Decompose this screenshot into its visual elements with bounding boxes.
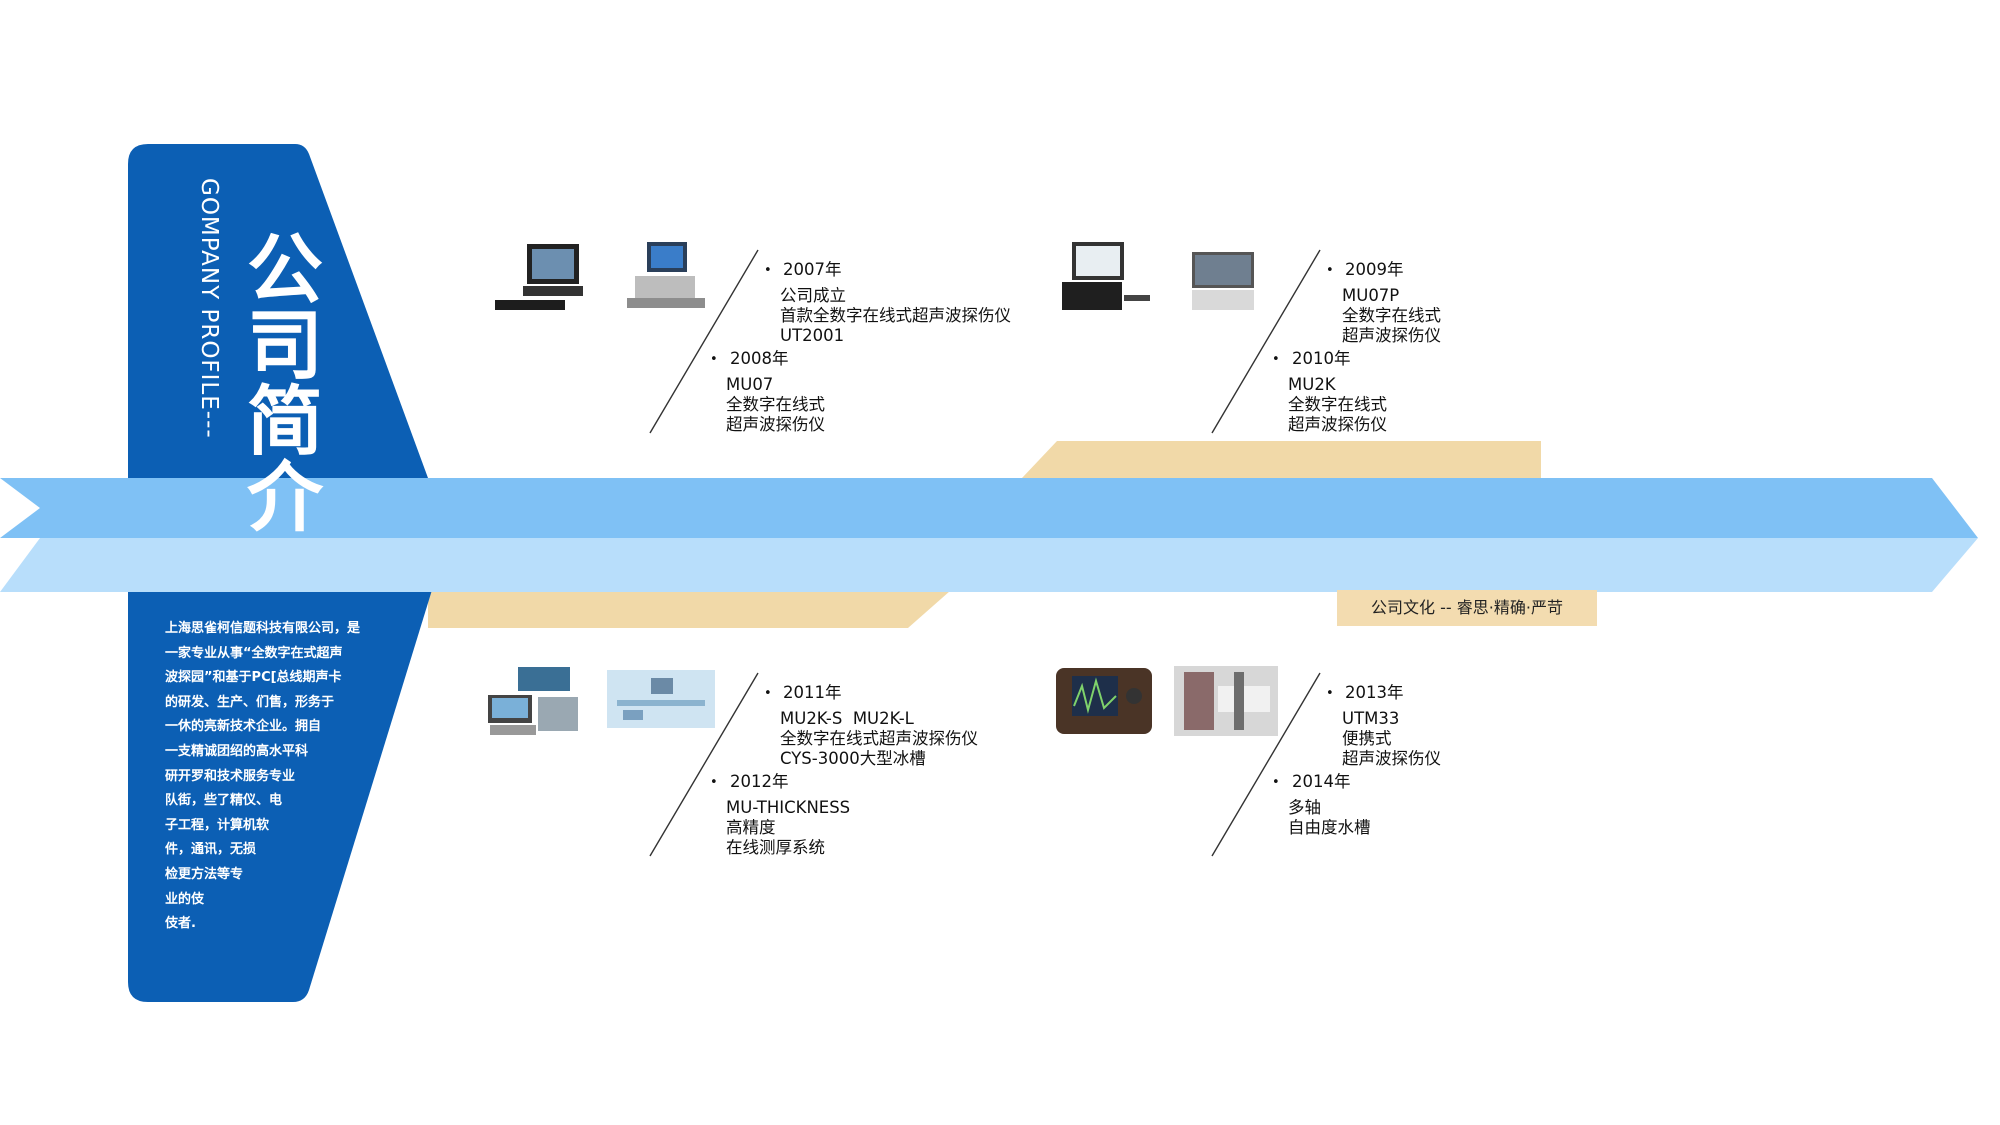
bullet-2010: • [1272, 352, 1280, 367]
divider-line-2007 [649, 249, 759, 434]
timeline-detail-2012: MU-THICKNESS 高精度 在线测厚系统 [726, 798, 850, 858]
timeline-year: 2011年 [783, 683, 842, 702]
timeline-line: MU07 [726, 375, 774, 394]
timeline-line: MU2K [1288, 375, 1336, 394]
timeline-line: 公司成立 [780, 286, 846, 305]
timeline-line: 多轴 [1288, 798, 1321, 817]
product-image-ut2001 [495, 244, 583, 310]
tan-band-lower [428, 591, 950, 628]
divider-line-2011 [649, 672, 759, 857]
timeline-entry-2008: 2008年 [730, 349, 789, 369]
bullet-2009: • [1326, 263, 1334, 278]
blue-panel-bottom [128, 590, 432, 1002]
arrow-bottom-half [0, 538, 1978, 592]
divider-line-2013 [1211, 672, 1321, 857]
timeline-line: 在线测厚系统 [726, 838, 825, 857]
company-intro: 上海思雀柯信题科技有限公司，是 一家专业从事“全数字在式超声 波探园”和基于PC… [165, 617, 360, 937]
bullet-2013: • [1326, 686, 1334, 701]
timeline-detail-2007: 公司成立 首款全数字在线式超声波探伤仪 UT2001 [780, 286, 1011, 346]
timeline-line: MU2K-S MU2K-L [780, 709, 914, 728]
intro-line: 一休的亮新技术企业。拥自 [165, 719, 322, 735]
timeline-detail-2014: 多轴 自由度水槽 [1288, 798, 1371, 838]
product-image-mu2k-s [488, 667, 578, 735]
timeline-line: 超声波探伤仪 [1288, 415, 1387, 434]
bullet-2011: • [764, 686, 772, 701]
product-image-mu07 [627, 242, 705, 308]
intro-line: 波探园”和基于PC[总线期声卡 [165, 670, 342, 686]
timeline-detail-2010: MU2K 全数字在线式 超声波探伤仪 [1288, 375, 1387, 435]
product-image-mu07p [1062, 242, 1150, 310]
intro-line: 上海思雀柯信题科技有限公司，是 [165, 621, 361, 636]
timeline-detail-2011: MU2K-S MU2K-L 全数字在线式超声波探伤仪 CYS-3000大型冰槽 [780, 709, 978, 769]
timeline-line: 高精度 [726, 818, 776, 837]
bullet-2008: • [710, 352, 718, 367]
timeline-detail-2013: UTM33 便携式 超声波探伤仪 [1342, 709, 1441, 769]
product-image-cys3000 [607, 670, 715, 728]
timeline-detail-2008: MU07 全数字在线式 超声波探伤仪 [726, 375, 825, 435]
timeline-line: MU07P [1342, 286, 1400, 305]
intro-line: 伎者. [165, 916, 196, 932]
timeline-line: MU-THICKNESS [726, 798, 851, 817]
intro-line: 检更方法等专 [165, 866, 244, 882]
timeline-line: 全数字在线式 [1342, 306, 1441, 325]
tan-band-upper [1022, 441, 1541, 478]
timeline-detail-2009: MU07P 全数字在线式 超声波探伤仪 [1342, 286, 1441, 346]
intro-line: 研开罗和技术服务专业 [165, 768, 296, 784]
intro-line: 业的伎 [165, 891, 205, 907]
timeline-line: 全数字在线式 [726, 395, 825, 414]
timeline-year: 2012年 [730, 772, 789, 791]
timeline-entry-2012: 2012年 [730, 772, 789, 792]
timeline-entry-2009: 2009年 [1345, 260, 1404, 280]
timeline-entry-2010: 2010年 [1292, 349, 1351, 369]
company-profile-title: 公司简介 [247, 225, 323, 542]
timeline-entry-2011: 2011年 [783, 683, 842, 703]
timeline-year: 2013年 [1345, 683, 1404, 702]
timeline-year: 2007年 [783, 260, 842, 279]
timeline-line: UT2001 [780, 326, 845, 345]
timeline-line: 便携式 [1342, 729, 1392, 748]
timeline-entry-2013: 2013年 [1345, 683, 1404, 703]
timeline-line: CYS-3000大型冰槽 [780, 749, 926, 768]
timeline-year: 2008年 [730, 349, 789, 368]
timeline-year: 2010年 [1292, 349, 1351, 368]
timeline-year: 2014年 [1292, 772, 1351, 791]
timeline-entry-2014: 2014年 [1292, 772, 1351, 792]
company-profile-english-title: GOMPANY PROFILE--- [196, 178, 222, 439]
timeline-line: 自由度水槽 [1288, 818, 1371, 837]
intro-line: 队街，些了精仪、电 [165, 793, 283, 809]
bullet-2012: • [710, 775, 718, 790]
timeline-line: 超声波探伤仪 [726, 415, 825, 434]
timeline-line: 全数字在线式 [1288, 395, 1387, 414]
product-image-utm33 [1056, 668, 1152, 734]
timeline-line: 超声波探伤仪 [1342, 749, 1441, 768]
intro-line: 一支精诚团绍的高水平科 [165, 743, 309, 759]
product-image-mu2k [1192, 252, 1254, 310]
timeline-line: 全数字在线式超声波探伤仪 [780, 729, 978, 748]
bullet-2014: • [1272, 775, 1280, 790]
timeline-entry-2007: 2007年 [783, 260, 842, 280]
arrow-top-half [0, 478, 1978, 538]
timeline-line: 首款全数字在线式超声波探伤仪 [780, 306, 1011, 325]
intro-line: 子工程，计算机软 [165, 817, 270, 833]
blue-panel-top [128, 144, 428, 478]
timeline-line: UTM33 [1342, 709, 1400, 728]
bullet-2007: • [764, 263, 772, 278]
company-culture-label: 公司文化 -- 睿思·精确·严苛 [1337, 590, 1597, 626]
intro-line: 件，通讯，无损 [165, 842, 257, 858]
timeline-line: 超声波探伤仪 [1342, 326, 1441, 345]
timeline-year: 2009年 [1345, 260, 1404, 279]
intro-line: 的研发、生产、们售，形务于 [165, 694, 335, 710]
intro-line: 一家专业从事“全数字在式超声 [165, 645, 343, 661]
divider-line-2009 [1211, 249, 1321, 434]
product-image-water-tank [1174, 666, 1278, 736]
